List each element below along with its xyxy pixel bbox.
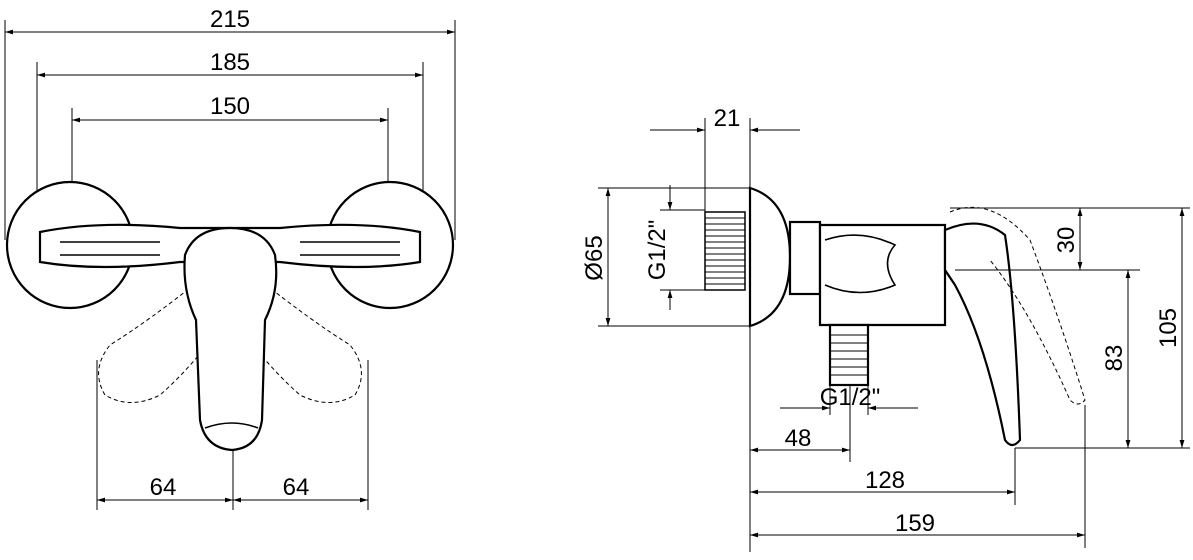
dim-label-lever-left: 64 [150, 474, 177, 501]
dim-label-eccentric-max: 185 [210, 49, 250, 76]
dim-label-plate-diameter: Ø65 [581, 235, 608, 280]
dim-label-projection: 128 [865, 467, 905, 494]
dim-label-lever-right: 64 [283, 474, 310, 501]
dim-label-overall-width: 215 [210, 6, 250, 33]
dim-label-total-projection: 159 [895, 510, 935, 537]
wall-flange-side [748, 186, 792, 328]
dim-label-outlet-offset: 48 [785, 425, 812, 452]
front-view: 215 185 150 64 64 [4, 6, 456, 510]
hex-nut [788, 220, 822, 296]
dim-label-outlet-height: 83 [1101, 345, 1128, 372]
dim-label-lever-height: 30 [1053, 227, 1080, 254]
lever-side [943, 222, 1022, 447]
outlet-thread [828, 323, 870, 387]
dim-label-wall-thread: G1/2" [644, 220, 671, 281]
dim-label-total-height: 105 [1155, 308, 1182, 348]
dim-label-plate-depth: 21 [714, 105, 741, 132]
wall-thread [704, 211, 746, 291]
side-view: 21 Ø65 G1/2" 30 105 83 [581, 105, 1190, 552]
body-side [818, 223, 947, 327]
dim-label-eccentric-min: 150 [210, 93, 250, 120]
lever-handle [183, 226, 278, 452]
